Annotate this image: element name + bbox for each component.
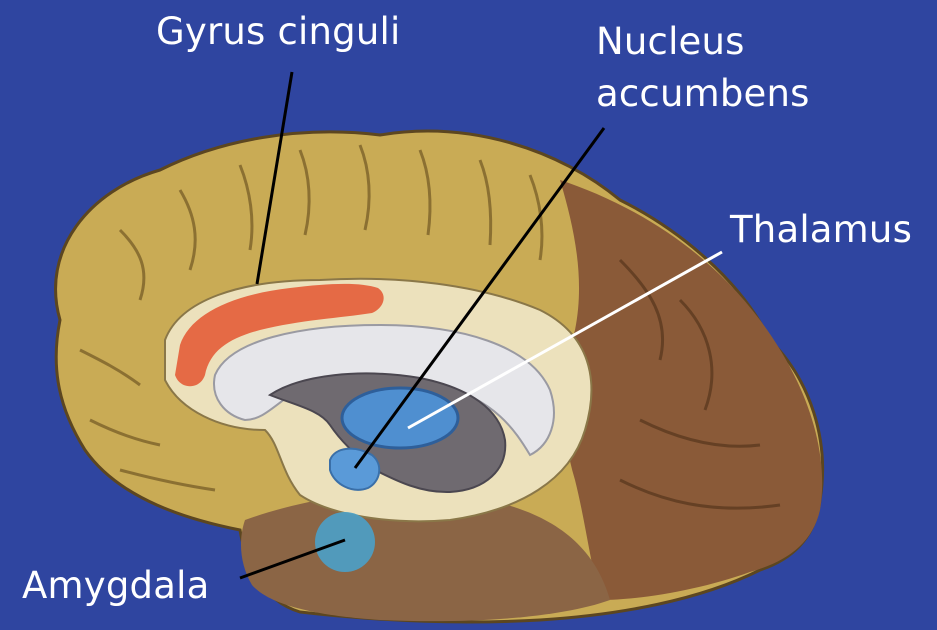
label-gyrus-cinguli: Gyrus cinguli	[156, 10, 400, 54]
label-amygdala: Amygdala	[22, 564, 209, 608]
label-nucleus-accumbens-line1: Nucleus	[596, 20, 745, 64]
amygdala-highlight	[315, 512, 375, 572]
label-thalamus: Thalamus	[730, 208, 912, 252]
label-nucleus-accumbens-line2: accumbens	[596, 72, 810, 116]
thalamus-highlight	[342, 388, 458, 448]
